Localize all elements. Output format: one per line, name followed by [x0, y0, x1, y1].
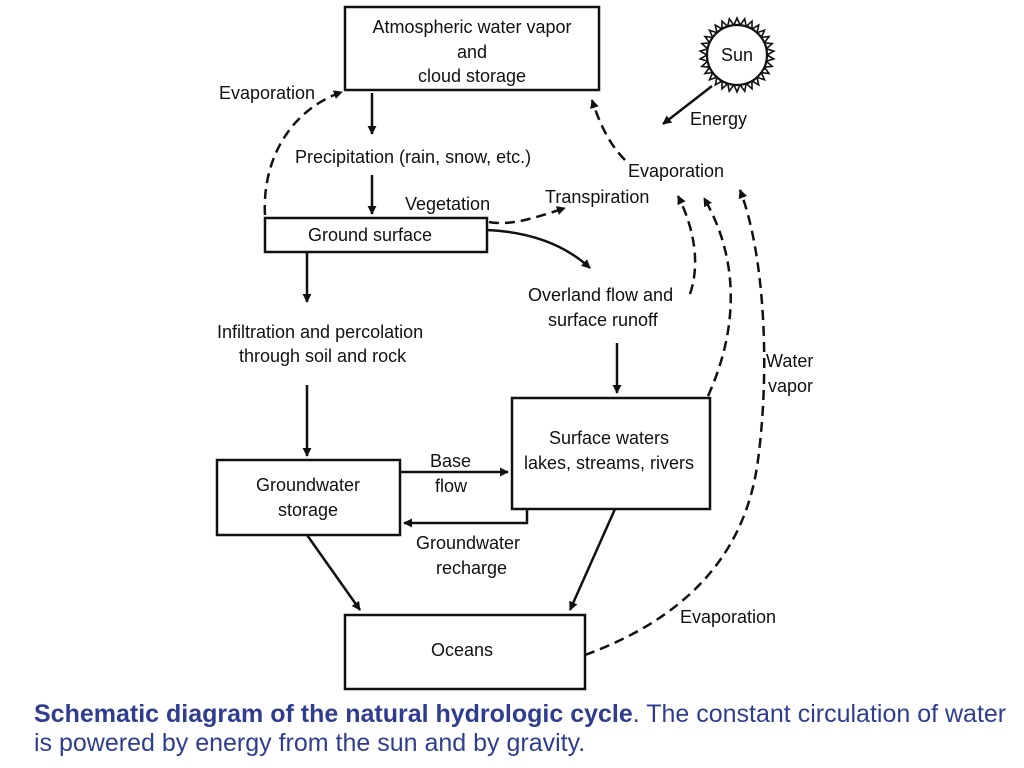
evaporation-left-label: Evaporation — [219, 83, 315, 103]
evaporation-to-atmosphere-arrow — [590, 99, 626, 161]
base-flow-line-1: Base — [430, 451, 471, 471]
atmosphere-line-1: Atmospheric water vapor — [372, 17, 571, 37]
atmosphere-line-2: and — [457, 42, 487, 62]
oceans-label: Oceans — [431, 640, 493, 660]
ground-surface-label: Ground surface — [308, 225, 432, 245]
recharge-line-1: Groundwater — [416, 533, 520, 553]
overland-line-2: surface runoff — [548, 310, 659, 330]
surface-to-ocean-arrow — [568, 508, 617, 611]
energy-arrow — [662, 85, 713, 125]
evaporation-from-overland-arrow — [676, 195, 697, 295]
surface-waters-box: Surface waters lakes, streams, rivers — [510, 396, 712, 511]
evaporation-ground-arrow — [263, 90, 343, 216]
vegetation-label: Vegetation — [405, 194, 490, 214]
figure-caption: Schematic diagram of the natural hydrolo… — [34, 700, 1014, 758]
groundwater-line-2: storage — [278, 500, 338, 520]
infiltration-line-2: through soil and rock — [239, 346, 407, 366]
caption-title: Schematic diagram of the natural hydrolo… — [34, 700, 633, 728]
transpiration-arrow — [488, 206, 566, 225]
recharge-line-2: recharge — [436, 558, 507, 578]
infiltration-line-1: Infiltration and percolation — [217, 322, 423, 342]
transpiration-label: Transpiration — [545, 187, 649, 207]
evaporation-right-label: Evaporation — [628, 161, 724, 181]
water-vapor-line-1: Water — [766, 351, 813, 371]
sun-label: Sun — [721, 45, 753, 65]
groundwater-recharge-arrow — [403, 509, 529, 528]
base-flow-line-2: flow — [435, 476, 468, 496]
surface-waters-line-1: Surface waters — [549, 428, 669, 448]
overland-line-1: Overland flow and — [528, 285, 673, 305]
hydrologic-cycle-diagram: Atmospheric water vapor and cloud storag… — [215, 5, 813, 691]
water-vapor-line-2: vapor — [768, 376, 813, 396]
groundwater-storage-box: Groundwater storage — [215, 458, 402, 537]
evaporation-from-surface-arrow — [702, 197, 732, 397]
water-vapor-from-ocean-arrow — [584, 189, 766, 657]
overland-flow-arrow — [486, 228, 591, 269]
oceans-box: Oceans — [343, 613, 587, 691]
groundwater-to-ocean-arrow — [305, 534, 362, 611]
surface-waters-line-2: lakes, streams, rivers — [524, 453, 694, 473]
precipitation-label: Precipitation (rain, snow, etc.) — [295, 147, 531, 167]
evaporation-ocean-label: Evaporation — [680, 607, 776, 627]
ground-surface-box: Ground surface — [263, 216, 489, 254]
atmospheric-water-vapor-box: Atmospheric water vapor and cloud storag… — [343, 5, 601, 92]
sun-icon: Sun — [698, 15, 776, 95]
groundwater-line-1: Groundwater — [256, 475, 360, 495]
atmosphere-line-3: cloud storage — [418, 66, 526, 86]
energy-label: Energy — [690, 109, 747, 129]
caption-body: . The constant circulation of water is p… — [34, 700, 1007, 757]
